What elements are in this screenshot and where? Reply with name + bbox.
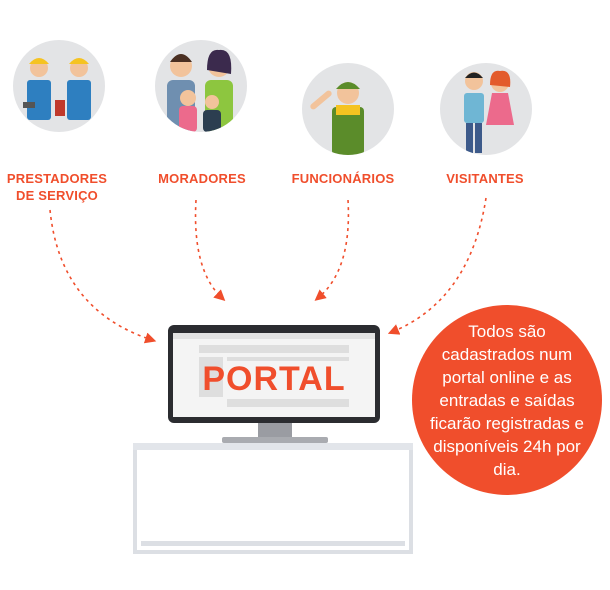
group-label-residents: MORADORES xyxy=(158,171,246,186)
visitors-icon xyxy=(464,70,514,153)
group-label-service-providers: PRESTADORES DE SERVIÇO xyxy=(6,171,108,203)
screen-block xyxy=(199,345,349,353)
service-workers-avatar xyxy=(13,40,105,132)
connector-visitors xyxy=(387,197,487,335)
desk-shelf xyxy=(141,541,405,546)
monitor-neck xyxy=(258,423,292,437)
desk-frame xyxy=(133,450,413,554)
monitor-base xyxy=(222,437,328,443)
screen-block xyxy=(227,399,349,407)
monitor: PORTAL xyxy=(168,325,380,423)
desk-top xyxy=(133,443,413,450)
connector-residents xyxy=(194,199,226,302)
group-label-visitors: VISITANTES xyxy=(446,171,524,186)
group-label-employees: FUNCIONÁRIOS xyxy=(291,171,395,186)
residents-avatar xyxy=(155,40,247,132)
portal-title: PORTAL xyxy=(202,360,346,398)
connector-service-providers xyxy=(49,209,157,344)
info-text: Todos são cadastrados num portal online … xyxy=(429,321,585,479)
info-bubble: Todos são cadastrados num portal online … xyxy=(412,305,602,495)
screen-block xyxy=(227,357,349,361)
service-workers-icon xyxy=(23,58,91,120)
gardener-icon xyxy=(310,82,364,155)
family-icon xyxy=(167,49,233,132)
screen-browser-bar xyxy=(173,333,375,339)
monitor-screen: PORTAL xyxy=(173,333,375,417)
employees-avatar xyxy=(302,63,394,155)
screen-block xyxy=(199,357,223,397)
connector-employees xyxy=(314,199,350,301)
visitors-avatar xyxy=(440,63,532,155)
